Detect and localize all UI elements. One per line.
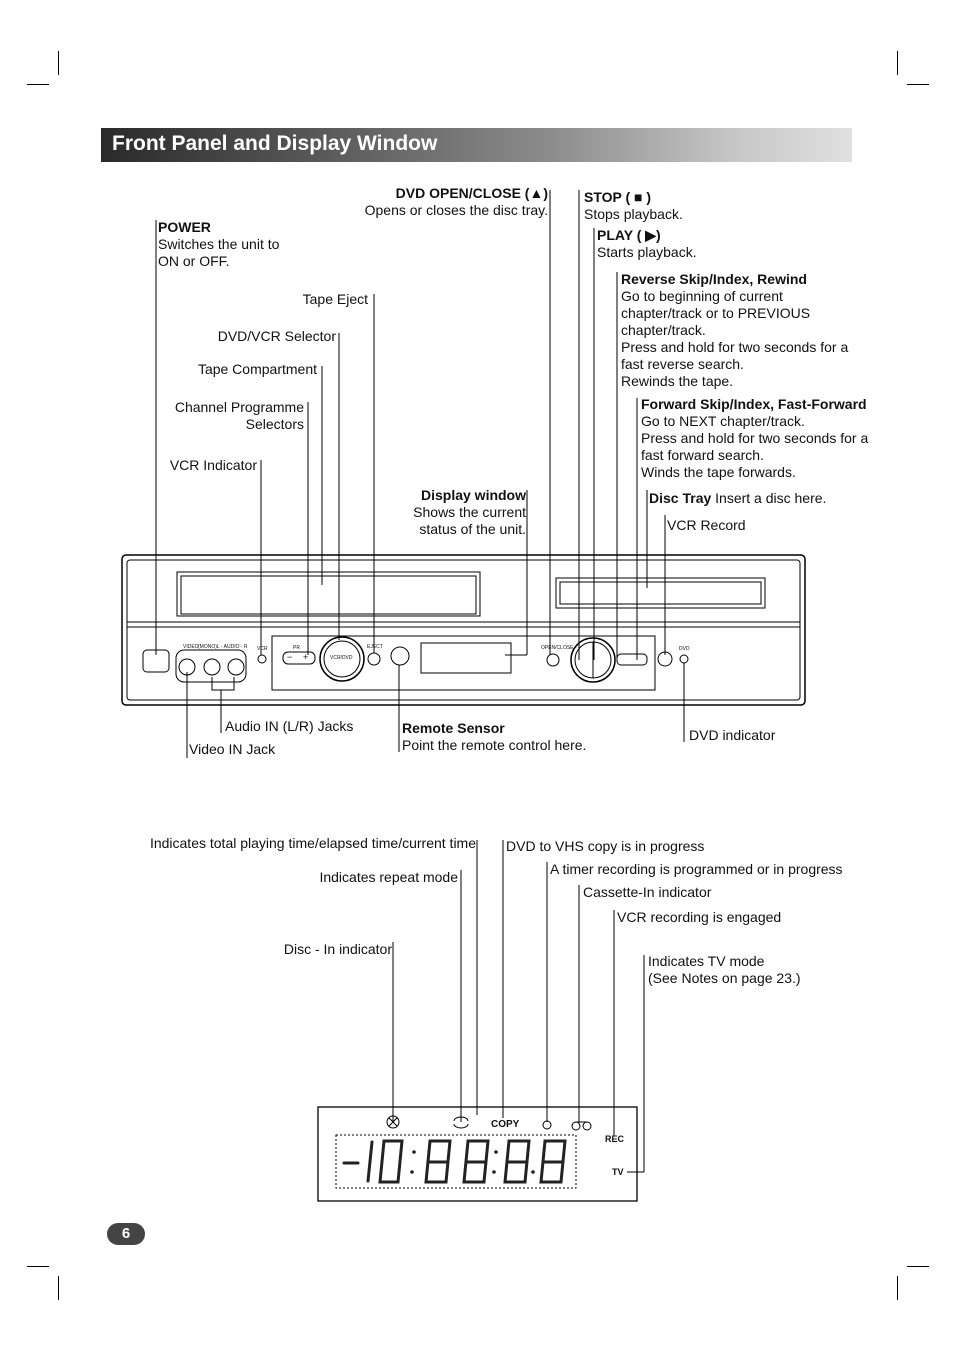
cassette-in-label: Cassette-In indicator [583, 884, 712, 900]
channel-selectors-label: Channel Programme Selectors [175, 399, 304, 433]
display-window-line: status of the unit. [419, 521, 526, 537]
reverse-skip-line: fast reverse search. [621, 356, 744, 372]
forward-skip-line: Go to NEXT chapter/track. [641, 413, 805, 429]
remote-sensor-heading: Remote Sensor [402, 720, 505, 736]
reverse-skip-line: Go to beginning of current [621, 288, 783, 304]
play-heading: PLAY ( [597, 227, 642, 243]
disc-in-label: Disc - In indicator [283, 941, 392, 957]
play-icon: ▶ [641, 227, 657, 243]
dvd-open-close-desc: Opens or closes the disc tray. [364, 202, 548, 218]
crop-mark [58, 1276, 59, 1300]
openclose-button-label: OPEN/CLOSE [541, 645, 574, 651]
pr-plus: + [303, 652, 309, 662]
tv-mode-line: Indicates TV mode [648, 953, 765, 969]
repeat-mode-label: Indicates repeat mode [319, 869, 458, 885]
play-heading-end: ) [656, 227, 661, 243]
disc-tray-heading: Disc Tray [649, 490, 712, 506]
eject-button-label: EJECT [367, 644, 383, 650]
power-line: Switches the unit to [158, 236, 280, 252]
vcr-led-label: VCR [257, 646, 268, 652]
play-desc: Starts playback. [597, 244, 697, 260]
video-in-label: Video IN Jack [189, 741, 276, 757]
page-number: 6 [107, 1223, 145, 1245]
section-header: Front Panel and Display Window [101, 128, 852, 162]
crop-mark [907, 1266, 929, 1267]
stop-icon: ■ [630, 189, 643, 205]
power-callout: POWER Switches the unit to ON or OFF. [158, 219, 279, 270]
crop-mark [27, 84, 49, 85]
pr-label: PR [293, 645, 300, 651]
power-heading: POWER [158, 219, 211, 235]
play-callout: PLAY ( ▶) Starts playback. [597, 227, 697, 261]
channel-selectors-line: Channel Programme [174, 399, 304, 415]
reverse-skip-heading: Reverse Skip/Index, Rewind [621, 271, 807, 287]
page-title: Front Panel and Display Window [112, 132, 438, 155]
remote-sensor-desc: Point the remote control here. [402, 737, 587, 753]
tape-compartment-label: Tape Compartment [197, 361, 317, 377]
dvd-indicator-label: DVD indicator [689, 727, 776, 743]
dvd-open-close-heading-end: ) [543, 185, 548, 201]
crop-mark [58, 51, 59, 75]
pr-minus: − [287, 652, 293, 662]
forward-skip-line: Press and hold for two seconds for a [641, 430, 869, 446]
total-time-label: Indicates total playing time/elapsed tim… [149, 835, 476, 851]
reverse-skip-callout: Reverse Skip/Index, Rewind Go to beginni… [621, 271, 848, 390]
vcr-record-label: VCR Record [667, 517, 746, 533]
channel-selectors-line: Selectors [245, 416, 304, 432]
forward-skip-callout: Forward Skip/Index, Fast-Forward Go to N… [641, 396, 868, 481]
stop-heading: STOP ( [584, 189, 631, 205]
disc-tray-desc: Insert a disc here. [711, 490, 827, 506]
dvd-open-close-heading: DVD OPEN/CLOSE ( [395, 185, 530, 201]
tape-eject-label: Tape Eject [302, 291, 368, 307]
video-jack-label: VIDEO [183, 644, 199, 650]
remote-sensor-callout: Remote Sensor Point the remote control h… [402, 720, 586, 754]
lcd-rec-indicator: REC [605, 1134, 625, 1144]
vcr-recording-label: VCR recording is engaged [617, 909, 782, 925]
reverse-skip-line: Press and hold for two seconds for a [621, 339, 849, 355]
audio-in-label: Audio IN (L/R) Jacks [225, 718, 354, 734]
lcd-copy-indicator: COPY [491, 1119, 520, 1130]
lcd-tv-indicator: TV [612, 1167, 624, 1177]
display-window-line: Shows the current [413, 504, 526, 520]
forward-skip-line: fast forward search. [641, 447, 764, 463]
crop-mark [897, 51, 898, 75]
stop-heading-end: ) [642, 189, 652, 205]
vcrdvd-button-label: VCR/DVD [330, 655, 353, 661]
dvd-open-close-callout: DVD OPEN/CLOSE (▲) Opens or closes the d… [365, 185, 548, 219]
tv-mode-line: (See Notes on page 23.) [648, 970, 801, 986]
crop-mark [27, 1266, 49, 1267]
forward-skip-heading: Forward Skip/Index, Fast-Forward [641, 396, 867, 412]
power-line: ON or OFF. [158, 253, 230, 269]
disc-tray-callout: Disc Tray Insert a disc here. [649, 490, 826, 507]
reverse-skip-line: Rewinds the tape. [621, 373, 734, 389]
crop-mark [907, 84, 929, 85]
dvd-led-label: DVD [679, 646, 690, 652]
crop-mark [897, 1276, 898, 1300]
forward-skip-line: Winds the tape forwards. [641, 464, 796, 480]
display-window-heading: Display window [420, 487, 526, 503]
eject-icon: ▲ [529, 185, 544, 201]
timer-label: A timer recording is programmed or in pr… [550, 861, 843, 877]
vcr-indicator-label: VCR Indicator [169, 457, 257, 473]
tv-mode-callout: Indicates TV mode (See Notes on page 23.… [648, 953, 801, 987]
reverse-skip-line: chapter/track or to PREVIOUS [621, 305, 811, 321]
stop-callout: STOP ( ■ ) Stops playback. [584, 189, 683, 223]
dvd-vcr-selector-label: DVD/VCR Selector [217, 328, 336, 344]
reverse-skip-line: chapter/track. [621, 322, 706, 338]
display-window-callout: Display window Shows the current status … [413, 487, 526, 538]
stop-desc: Stops playback. [584, 206, 683, 222]
copy-progress-label: DVD to VHS copy is in progress [506, 838, 705, 854]
audio-jack-label: (MONO)L - AUDIO - R [198, 644, 248, 650]
